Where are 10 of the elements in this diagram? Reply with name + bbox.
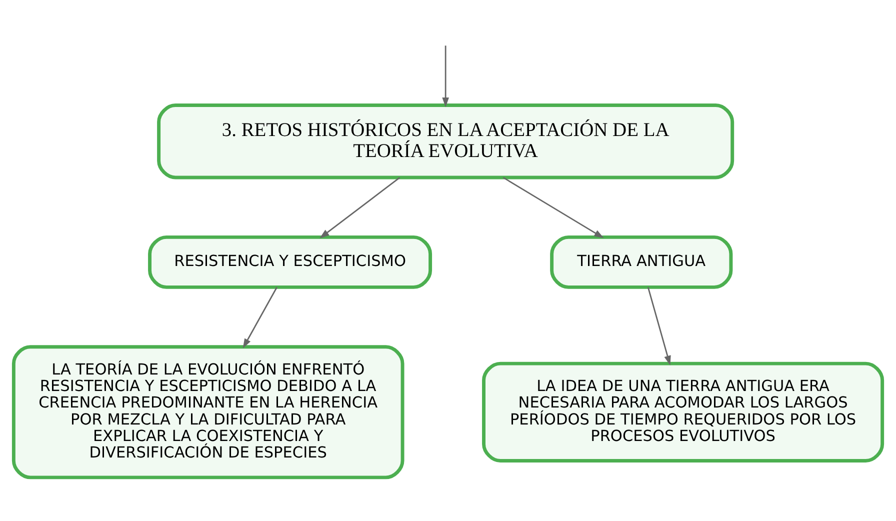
node-box: LA IDEA DE UNA TIERRA ANTIGUA ERA NECESARIA PARA ACOMODAR LOS LARGOS PERÍODOS DE TIEMPO REQUERIDOS POR LOS PROCESOS EVOLUTIVOS [482,361,884,462]
arrow [647,286,671,365]
node-box: TIERRA ANTIGUA [550,234,733,288]
node-box: 3. RETOS HISTÓRICOS EN LA ACEPTACIÓN DE LA TEORÍA EVOLUTIVA [157,103,734,179]
node-box: RESISTENCIA Y ESCEPTICISMO [148,234,432,288]
arrow [320,176,400,238]
arrow [502,176,604,238]
node-box: LA TEORÍA DE LA EVOLUCIÓN ENFRENTÓ RESISTENCIA Y ESCEPTICISMO DEBIDO A LA CREENCIA PREDOMINANTE EN LA HERENCIA POR MEZCLA Y LA DIFICULTAD PARA EXPLICAR LA COEXISTENCIA Y DIVERSIFICACIÓN DE ESPECIES [12,344,404,479]
arrow [242,286,278,348]
arrow [442,45,449,107]
